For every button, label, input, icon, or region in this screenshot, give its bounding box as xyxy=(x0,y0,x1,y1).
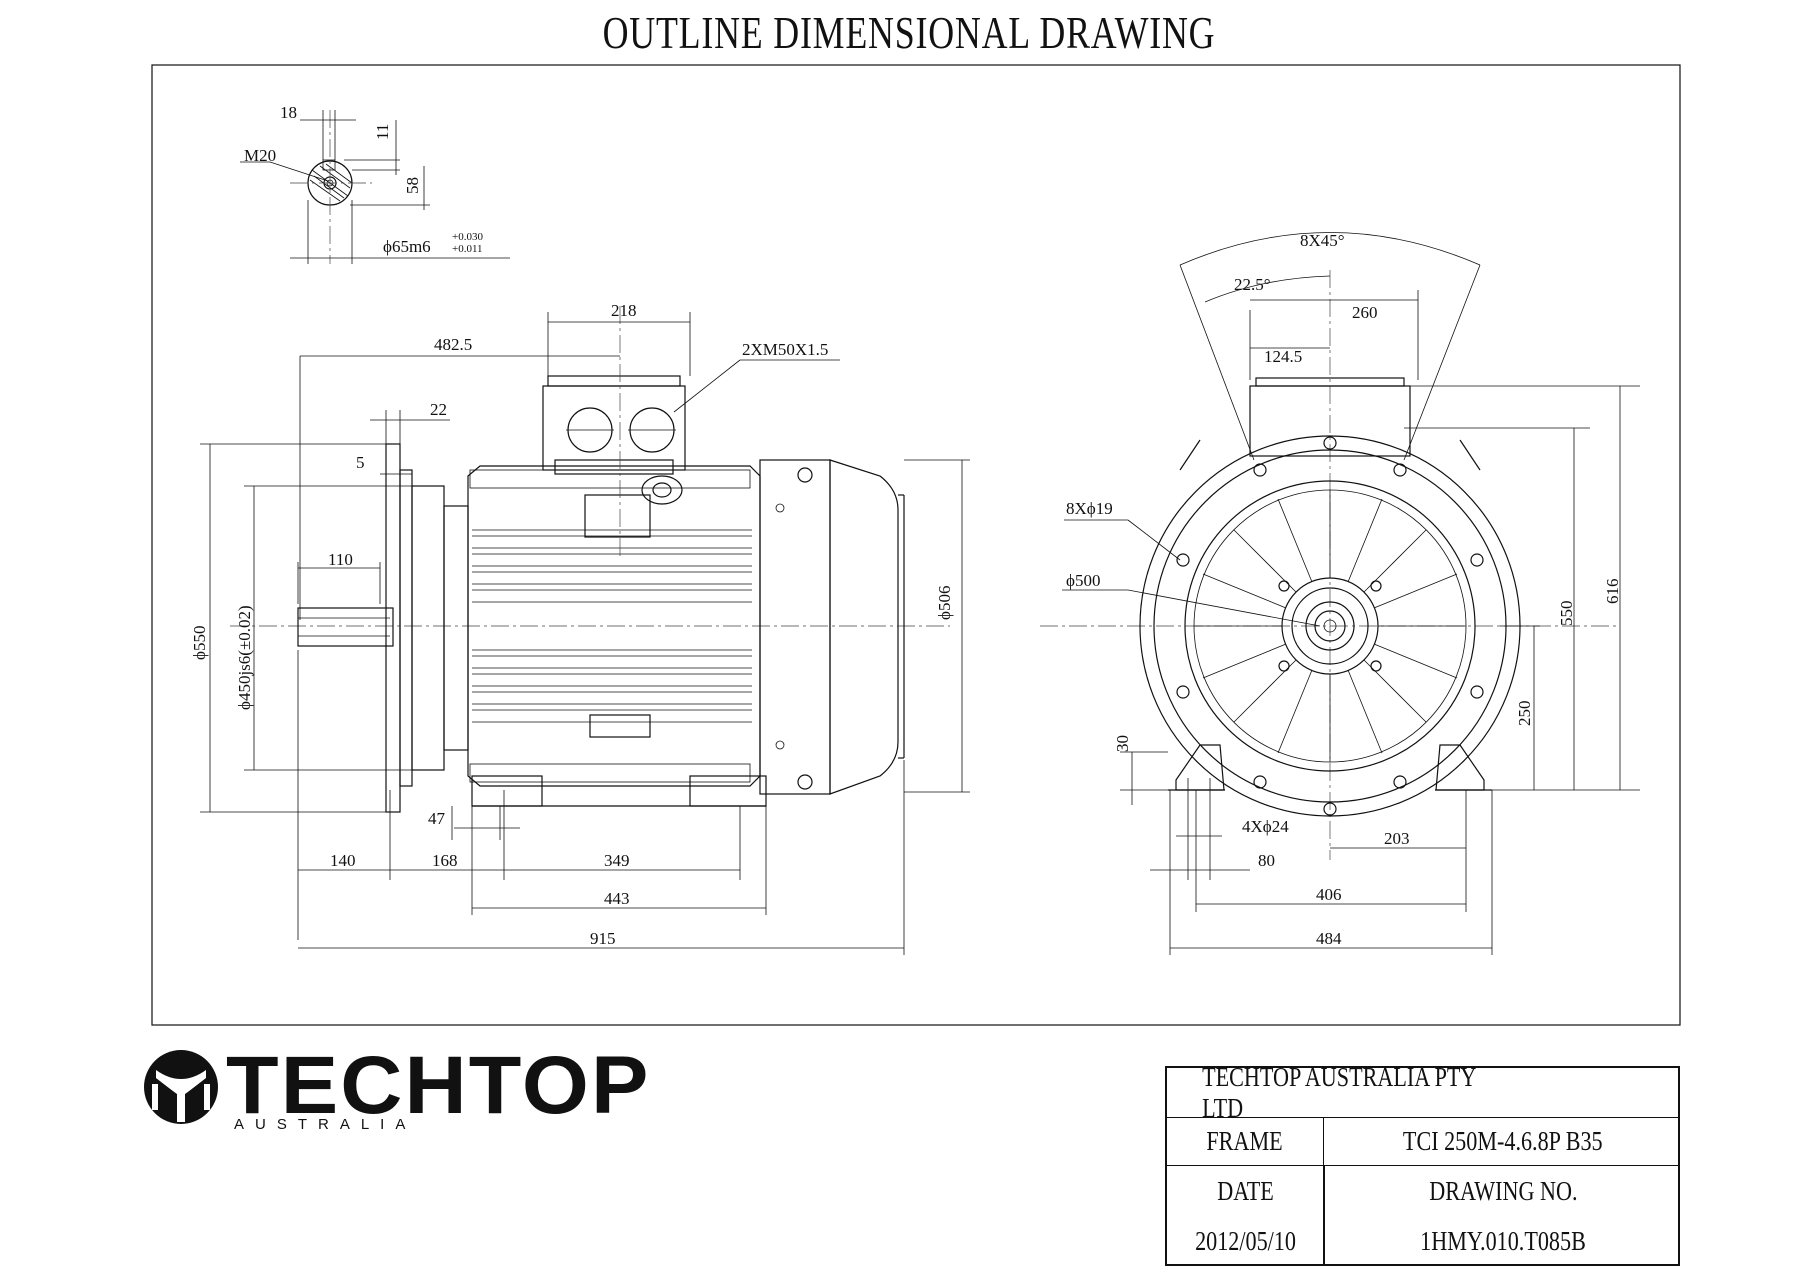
date-value: 2012/05/10 xyxy=(1195,1225,1296,1256)
frame-label: FRAME xyxy=(1167,1118,1324,1165)
dim-349: 349 xyxy=(604,851,630,870)
techtop-logo: TECHTOP AUSTRALIA xyxy=(142,1044,648,1134)
cooling-fins xyxy=(472,529,752,723)
dim-80: 80 xyxy=(1258,851,1275,870)
date-label: DATE xyxy=(1217,1175,1274,1206)
dim-168: 168 xyxy=(432,851,458,870)
dim-250-height: 250 xyxy=(1515,701,1534,727)
dim-550-height: 550 xyxy=(1557,601,1576,627)
angle-8x45: 8X45° xyxy=(1300,231,1345,250)
shaft-end-detail: M20 18 11 58 ϕ65m6 +0.030 +0.011 xyxy=(240,103,510,264)
dim-140: 140 xyxy=(330,851,356,870)
drawing-no-label: DRAWING NO. xyxy=(1428,1175,1578,1206)
title-block: TECHTOP AUSTRALIA PTY LTD FRAME TCI 250M… xyxy=(1165,1061,1680,1266)
logo-wordmark: TECHTOP xyxy=(226,1040,651,1131)
tol-upper-label: +0.030 xyxy=(452,231,483,243)
cable-gland-label: 2XM50X1.5 xyxy=(742,340,828,359)
dim-110: 110 xyxy=(328,550,353,569)
dim-482-5: 482.5 xyxy=(434,335,472,354)
dim-47: 47 xyxy=(428,809,446,828)
title-block-company-row: TECHTOP AUSTRALIA PTY LTD xyxy=(1167,1061,1678,1123)
dim-915: 915 xyxy=(590,929,616,948)
dia-550: ϕ550 xyxy=(190,626,209,660)
frame-value: TCI 250M-4.6.8P B35 xyxy=(1403,1126,1603,1156)
dia-506: ϕ506 xyxy=(935,586,954,620)
dim-443: 443 xyxy=(604,889,630,908)
side-view: 218 482.5 2XM50X1.5 22 5 110 ϕ550 ϕ450js… xyxy=(190,301,970,955)
title-block-frame-row: FRAME TCI 250M-4.6.8P B35 xyxy=(1167,1118,1678,1166)
dia-450: ϕ450js6(±0.02) xyxy=(235,605,254,710)
logo-tagline: AUSTRALIA xyxy=(234,1116,417,1133)
key-width-label: 18 xyxy=(280,103,297,122)
title-block-date-row: DATE DRAWING NO. 2012/05/10 1HMY.010.T08… xyxy=(1167,1166,1678,1266)
drawing-border xyxy=(151,64,1681,1026)
dim-203: 203 xyxy=(1384,829,1410,848)
dim-260: 260 xyxy=(1352,303,1378,322)
dim-22: 22 xyxy=(430,400,447,419)
dim-5: 5 xyxy=(356,453,365,472)
dia-500: ϕ500 xyxy=(1066,571,1100,590)
key-height-label: 58 xyxy=(403,177,422,194)
shaft-dia-label: ϕ65m6 xyxy=(383,237,431,256)
dim-406: 406 xyxy=(1316,885,1342,904)
thread-label: M20 xyxy=(244,146,276,165)
page-title: OUTLINE DIMENSIONAL DRAWING xyxy=(602,7,1216,58)
angle-22-5: 22.5° xyxy=(1234,275,1271,294)
logo-emblem-icon xyxy=(144,1050,218,1124)
key-depth-label: 11 xyxy=(373,124,392,140)
holes-4x24: 4Xϕ24 xyxy=(1242,817,1289,836)
holes-8x19: 8Xϕ19 xyxy=(1066,499,1113,518)
dim-616-height: 616 xyxy=(1603,579,1622,605)
flange-bolt-holes xyxy=(1176,436,1484,816)
dim-124-5: 124.5 xyxy=(1264,347,1302,366)
company-name: TECHTOP AUSTRALIA PTY LTD xyxy=(1202,1061,1476,1123)
dim-30: 30 xyxy=(1113,735,1132,752)
dim-484: 484 xyxy=(1316,929,1342,948)
drawing-no-value: 1HMY.010.T085B xyxy=(1420,1225,1586,1256)
end-view: 8X45° 22.5° 260 124.5 8Xϕ19 ϕ500 550 616… xyxy=(1040,231,1640,955)
dim-218: 218 xyxy=(611,301,637,320)
tol-lower-label: +0.011 xyxy=(452,243,483,255)
